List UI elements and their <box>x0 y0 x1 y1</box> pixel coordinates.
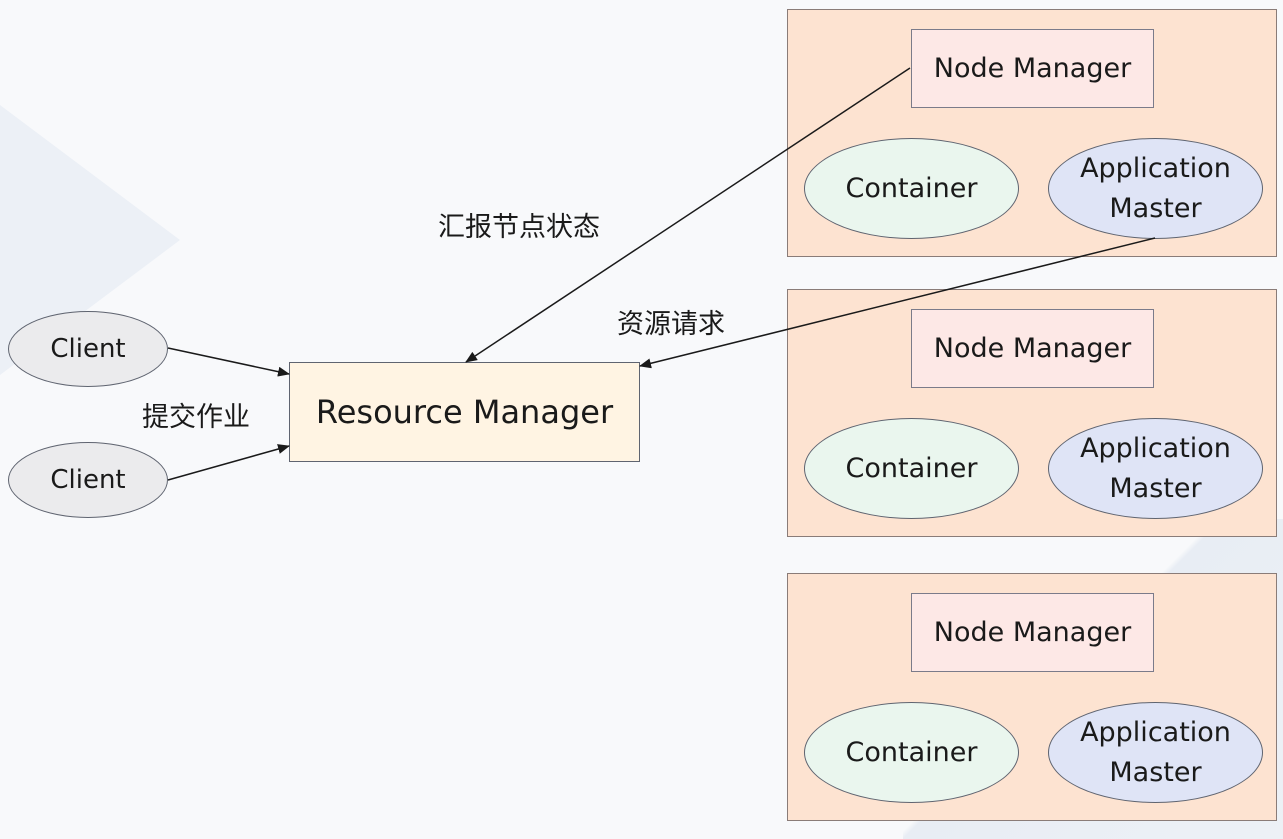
arrow-client1-to-rm <box>167 347 290 377</box>
resource-manager-box: Resource Manager <box>289 362 640 462</box>
application-master-line2: Master <box>1109 756 1202 788</box>
node-manager-box: Node Manager <box>911 309 1154 388</box>
edge-label-submit-job: 提交作业 <box>142 402 250 433</box>
edge-label-report-status: 汇报节点状态 <box>438 212 600 243</box>
client-ellipse-2: Client <box>8 442 168 518</box>
container-ellipse: Container <box>804 418 1019 519</box>
edge-label-resource-request: 资源请求 <box>617 309 725 340</box>
client-ellipse-1: Client <box>8 311 168 387</box>
application-master-line2: Master <box>1109 472 1202 504</box>
arrow-client2-to-rm <box>167 444 290 481</box>
application-master-line1: Application <box>1080 153 1231 185</box>
arrow-nm-to-rm <box>465 67 911 363</box>
application-master-ellipse: Application Master <box>1048 138 1263 239</box>
container-ellipse: Container <box>804 702 1019 803</box>
node-group-2: Node Manager Container Application Maste… <box>787 289 1277 537</box>
application-master-line1: Application <box>1080 433 1231 465</box>
arrow-am-to-rm <box>639 237 1156 369</box>
node-group-3: Node Manager Container Application Maste… <box>787 573 1277 821</box>
application-master-ellipse: Application Master <box>1048 702 1263 803</box>
application-master-ellipse: Application Master <box>1048 418 1263 519</box>
node-manager-box: Node Manager <box>911 593 1154 672</box>
node-group-1: Node Manager Container Application Maste… <box>787 9 1277 257</box>
application-master-line1: Application <box>1080 717 1231 749</box>
application-master-line2: Master <box>1109 192 1202 224</box>
node-manager-box: Node Manager <box>911 29 1154 108</box>
container-ellipse: Container <box>804 138 1019 239</box>
